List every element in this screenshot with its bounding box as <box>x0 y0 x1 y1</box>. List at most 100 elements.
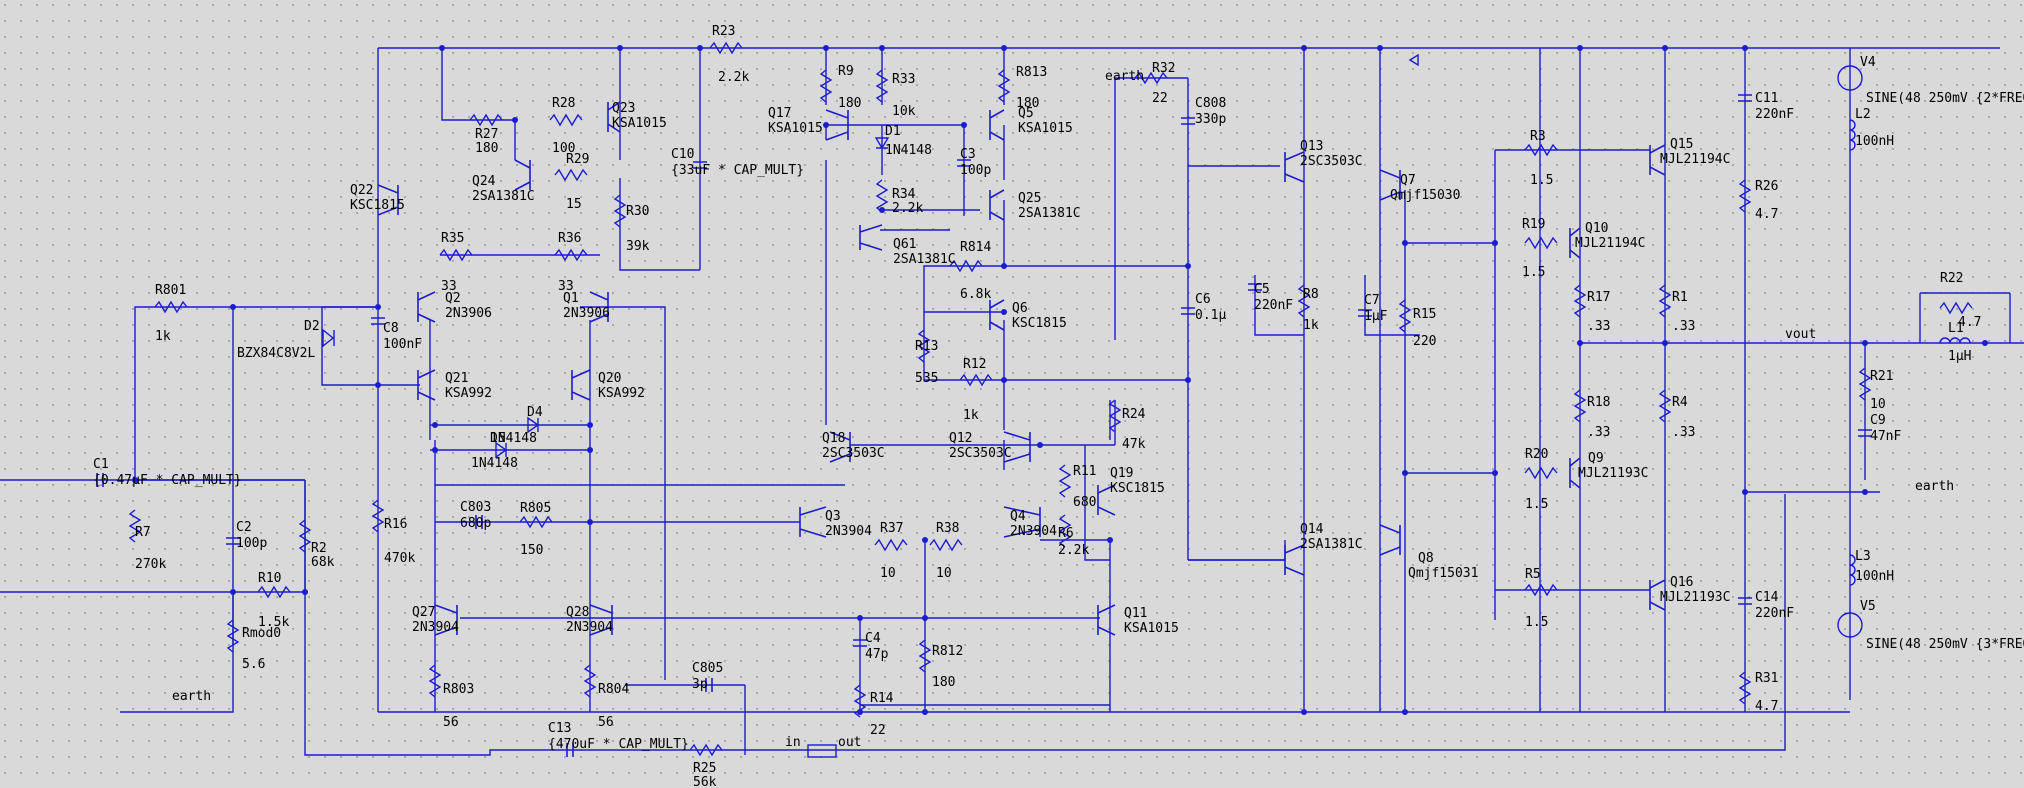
resistor-r34-ref: R34 <box>892 187 916 202</box>
resistor-rmod0-ref: Rmod0 <box>242 626 281 641</box>
capacitor-c1-value: {0.47µF * CAP_MULT} <box>93 473 242 488</box>
capacitor-c9-value: 47nF <box>1870 429 1901 444</box>
capacitor-c13-value: {470uF * CAP_MULT} <box>548 737 689 752</box>
resistor-r31-value: 4.7 <box>1755 699 1778 714</box>
transistor-q19-part: KSC1815 <box>1110 481 1165 496</box>
transistor-q24-ref: Q24 <box>472 174 496 189</box>
resistor-r7-value: 270k <box>135 557 166 572</box>
transistor-q20-ref: Q20 <box>598 371 621 386</box>
resistor-r9-value: 180 <box>838 96 861 111</box>
resistor-r10-ref: R10 <box>258 571 281 586</box>
resistor-r14-ref: R14 <box>870 691 894 706</box>
resistor-r31-ref: R31 <box>1755 671 1778 686</box>
transistor-q61-ref: Q61 <box>893 237 916 252</box>
transistor-q2-ref: Q2 <box>445 291 461 306</box>
capacitor-c11-ref: C11 <box>1755 91 1778 106</box>
diode-d2-ref: D2 <box>304 319 320 334</box>
resistor-r6-ref: R6 <box>1058 526 1074 541</box>
resistor-r24-value: 47k <box>1122 437 1146 452</box>
capacitor-c11-value: 220nF <box>1755 107 1794 122</box>
resistor-r801-ref: R801 <box>155 283 186 298</box>
capacitor-c3-value: 100p <box>960 163 991 178</box>
transistor-q16-part: MJL21193C <box>1660 590 1730 605</box>
resistor-r32-value: 22 <box>1152 91 1168 106</box>
capacitor-c1-ref: C1 <box>93 457 109 472</box>
diode-d1-ref: D1 <box>885 124 901 139</box>
transistor-q18-ref: Q18 <box>822 431 845 446</box>
diode-d5-part: 1N4148 <box>471 456 518 471</box>
transistor-q5-part: KSA1015 <box>1018 121 1073 136</box>
diode-d4-ref: D4 <box>527 405 543 420</box>
diode-d2-part: BZX84C8V2L <box>237 346 315 361</box>
capacitor-c4-ref: C4 <box>865 631 881 646</box>
capacitor-c10-ref: C10 <box>671 147 694 162</box>
transistor-q15-part: MJL21194C <box>1660 152 1730 167</box>
transistor-q6-ref: Q6 <box>1012 301 1028 316</box>
transistor-q23-ref: Q23 <box>612 101 635 116</box>
capacitor-c805-value: 3p <box>692 677 708 692</box>
resistor-r15-ref: R15 <box>1413 307 1436 322</box>
transistor-q1-part: 2N3906 <box>563 306 610 321</box>
resistor-r14-value: 22 <box>870 723 886 738</box>
transistor-q18-part: 2SC3503C <box>822 446 885 461</box>
resistor-r8-value: 1k <box>1303 318 1319 333</box>
resistor-r813-ref: R813 <box>1016 65 1047 80</box>
capacitor-c6-ref: C6 <box>1195 292 1211 307</box>
resistor-r803-ref: R803 <box>443 682 474 697</box>
resistor-r18-value: .33 <box>1587 425 1610 440</box>
capacitor-c5-ref: C5 <box>1254 282 1270 297</box>
capacitor-c808-value: 330p <box>1195 112 1226 127</box>
capacitor-c803-value: 680p <box>460 516 491 531</box>
resistor-r23-ref: R23 <box>712 24 735 39</box>
transistor-q25-ref: Q25 <box>1018 191 1041 206</box>
net-label-earth-4: earth <box>172 689 211 704</box>
transistor-q9-ref: Q9 <box>1588 451 1604 466</box>
transistor-q10-part: MJL21194C <box>1575 236 1645 251</box>
net-label-earth-5: earth <box>1915 479 1954 494</box>
resistor-r28-ref: R28 <box>552 96 575 111</box>
capacitor-c3-ref: C3 <box>960 147 976 162</box>
inductor-l3-value: 100nH <box>1855 569 1894 584</box>
resistor-r29-ref: R29 <box>566 152 589 167</box>
transistor-q16-ref: Q16 <box>1670 575 1693 590</box>
resistor-r814-value: 6.8k <box>960 287 991 302</box>
transistor-q11-ref: Q11 <box>1124 606 1147 621</box>
transistor-q7-ref: Q7 <box>1400 173 1416 188</box>
resistor-rmod0-value: 5.6 <box>242 657 265 672</box>
resistor-r4-value: .33 <box>1672 425 1695 440</box>
resistor-r804-value: 56 <box>598 715 614 730</box>
transistor-q22-part: KSC1815 <box>350 198 405 213</box>
resistor-r33-ref: R33 <box>892 72 915 87</box>
transistor-q28-part: 2N3904 <box>566 620 613 635</box>
resistor-r28-value: 100 <box>552 141 575 156</box>
resistor-r2-ref: R2 <box>311 541 327 556</box>
resistor-r812-ref: R812 <box>932 644 963 659</box>
capacitor-c7-value: 1µF <box>1364 309 1388 324</box>
transistor-q61-part: 2SA1381C <box>893 252 956 267</box>
resistor-r15-value: 220 <box>1413 334 1436 349</box>
inductor-l1-value: 1µH <box>1948 349 1971 364</box>
capacitor-c808-ref: C808 <box>1195 96 1226 111</box>
resistor-r27-value: 180 <box>475 141 498 156</box>
resistor-r37-ref: R37 <box>880 521 903 536</box>
transistor-q14-ref: Q14 <box>1300 522 1324 537</box>
diode-d4-part: 1N4148 <box>490 431 537 446</box>
capacitor-c10-value: {33uF * CAP_MULT} <box>671 163 804 178</box>
transistor-q12-ref: Q12 <box>949 431 972 446</box>
resistor-r17-value: .33 <box>1587 319 1610 334</box>
capacitor-c6-value: 0.1µ <box>1195 308 1226 323</box>
resistor-r35-ref: R35 <box>441 231 464 246</box>
transistor-q2-part: 2N3906 <box>445 306 492 321</box>
transistor-q10-ref: Q10 <box>1585 221 1608 236</box>
transistor-q20-part: KSA992 <box>598 386 645 401</box>
resistor-r804-ref: R804 <box>598 682 629 697</box>
transistor-q7-part: Qmjf15030 <box>1390 188 1460 203</box>
resistor-r25-value: 56k <box>693 775 717 788</box>
resistor-r5-value: 1.5 <box>1525 615 1548 630</box>
transistor-q17-ref: Q17 <box>768 106 791 121</box>
resistor-r25-ref: R25 <box>693 761 716 776</box>
resistor-r9-ref: R9 <box>838 64 854 79</box>
source-v5-ref: V5 <box>1860 599 1876 614</box>
